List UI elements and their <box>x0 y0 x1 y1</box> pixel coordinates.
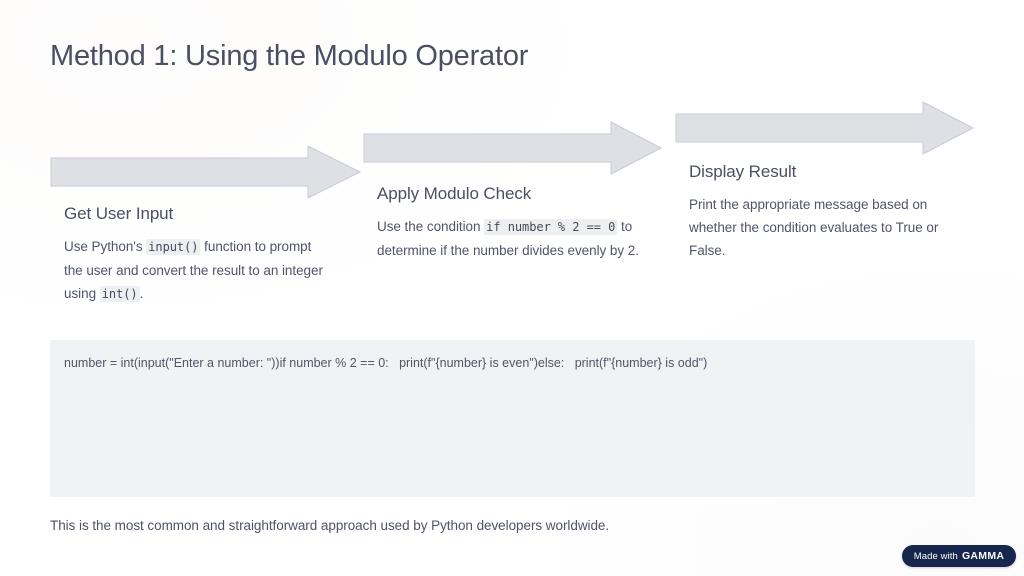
step-heading: Get User Input <box>64 204 174 223</box>
made-with-gamma-badge[interactable]: Made with GAMMA <box>902 545 1016 567</box>
step-apply-modulo-check: Apply Modulo Check Use the condition if … <box>377 182 647 262</box>
footnote-text: This is the most common and straightforw… <box>50 518 610 533</box>
inline-code: int() <box>99 286 140 302</box>
step-body: Use the condition if number % 2 == 0 to … <box>377 219 639 258</box>
step-heading: Apply Modulo Check <box>377 184 532 203</box>
badge-made-with-label: Made with <box>913 550 958 562</box>
badge-brand-label: GAMMA <box>961 550 1005 562</box>
code-block: number = int(input("Enter a number: "))i… <box>50 340 975 497</box>
step-heading: Display Result <box>689 162 797 181</box>
step-display-result: Display Result Print the appropriate mes… <box>689 160 961 262</box>
code-line: number = int(input("Enter a number: "))i… <box>64 356 708 370</box>
inline-code: input() <box>146 239 201 255</box>
step-body: Use Python's input() function to prompt … <box>64 239 323 302</box>
step-body: Print the appropriate message based on w… <box>689 197 939 258</box>
process-arrow-1 <box>50 144 362 200</box>
page-title: Method 1: Using the Modulo Operator <box>50 40 529 72</box>
step-get-user-input: Get User Input Use Python's input() func… <box>64 202 326 306</box>
inline-code: if number % 2 == 0 <box>484 219 618 235</box>
process-arrow-2 <box>363 120 663 176</box>
process-arrow-3 <box>675 100 975 156</box>
